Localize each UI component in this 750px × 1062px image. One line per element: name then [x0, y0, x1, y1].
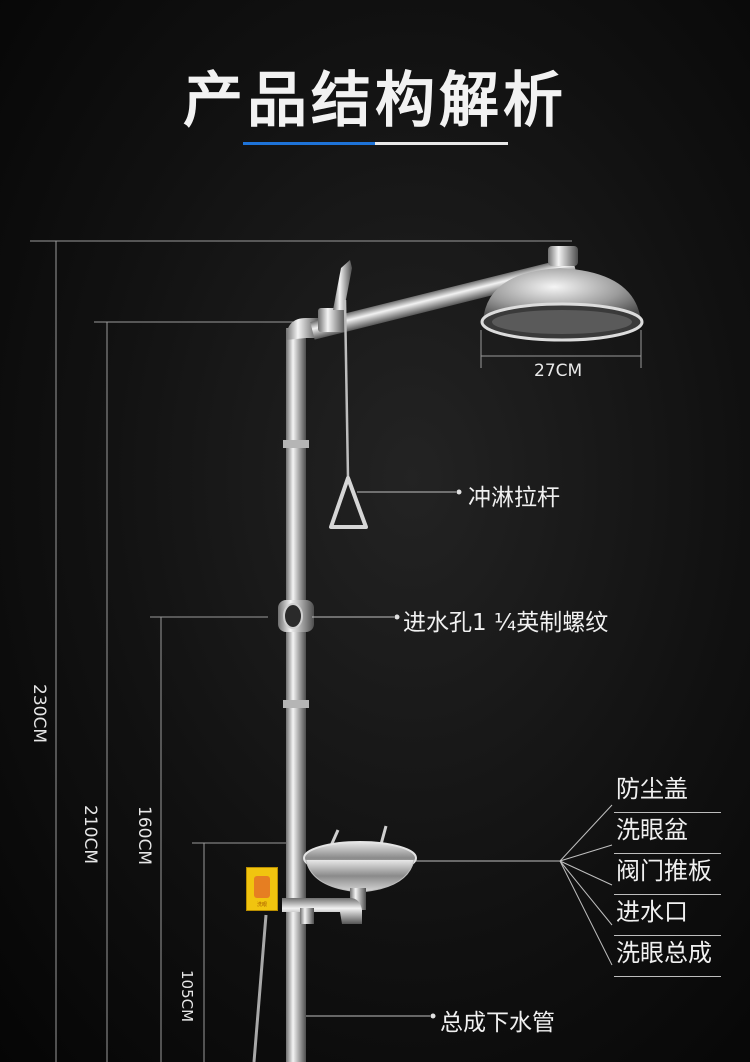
drain-pipe [252, 914, 268, 1062]
callout-pull-rod: 冲淋拉杆 [468, 485, 560, 511]
valve-body [318, 308, 346, 332]
eyewash-sign: 洗眼 [246, 867, 278, 911]
title-underline-white [375, 142, 508, 145]
dimension-bowl-height: 105CM [178, 970, 196, 1023]
pull-lever [333, 260, 352, 310]
dimension-lines [30, 240, 642, 1062]
eyewash-sign-icon [254, 876, 270, 898]
shower-neck [548, 246, 578, 266]
title-underline-blue [243, 142, 375, 145]
part-water-inlet: 进水口 [614, 895, 721, 936]
eyewash-sign-text: 洗眼 [256, 902, 267, 908]
part-valve-push-plate: 阀门推板 [614, 854, 721, 895]
pull-rod [343, 299, 350, 479]
part-dust-cover: 防尘盖 [614, 772, 721, 813]
pipe-joint [283, 700, 309, 708]
pull-handle [329, 476, 368, 529]
callout-drain-pipe: 总成下水管 [440, 1010, 555, 1036]
part-eyewash-bowl: 洗眼盆 [614, 813, 721, 854]
pipe-joint [283, 440, 309, 448]
shower-arm [310, 256, 577, 340]
dimension-showerhead-width: 27CM [534, 361, 583, 381]
parts-list: 防尘盖 洗眼盆 阀门推板 进水口 洗眼总成 [614, 772, 721, 977]
dimension-inlet-height: 160CM [134, 806, 154, 865]
dimension-total-height: 230CM [29, 684, 49, 743]
page-title: 产品结构解析 [183, 66, 567, 136]
main-pipe [286, 328, 306, 1062]
eyewash-valve [282, 898, 362, 924]
part-eyewash-assembly: 洗眼总成 [614, 936, 721, 977]
callout-water-inlet: 进水孔1 ¼英制螺纹 [403, 610, 609, 636]
dimension-arm-height: 210CM [80, 805, 100, 864]
